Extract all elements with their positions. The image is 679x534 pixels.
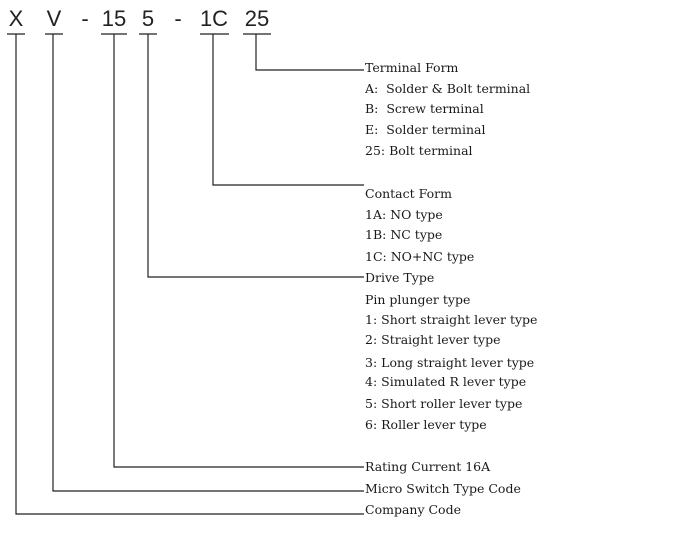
terminal-form-item: B: Screw terminal xyxy=(365,101,484,116)
terminal-form-item: A: Solder & Bolt terminal xyxy=(364,81,530,96)
code-part-company: X xyxy=(9,6,24,31)
code-separator-1: - xyxy=(81,6,88,31)
contact-form-item: 1C: NO+NC type xyxy=(365,249,474,264)
micro-switch-type-label: Micro Switch Type Code xyxy=(365,481,521,496)
terminal-form-section: Terminal Form A: Solder & Bolt terminal … xyxy=(364,60,530,158)
code-part-current: 15 xyxy=(102,6,126,31)
drive-type-item: 5: Short roller lever type xyxy=(365,396,522,411)
leader-lines xyxy=(15,34,364,515)
drive-type-item: 6: Roller lever type xyxy=(365,417,487,432)
leader-contact-form xyxy=(212,34,364,186)
drive-type-item: 1: Short straight lever type xyxy=(365,312,537,327)
model-code: X V - 15 5 - 1C 25 xyxy=(7,6,271,35)
terminal-form-title: Terminal Form xyxy=(365,60,459,75)
code-part-drive: 5 xyxy=(142,6,154,31)
rating-current-label: Rating Current 16A xyxy=(365,459,491,474)
leader-rating-current xyxy=(113,34,364,468)
company-code-label: Company Code xyxy=(365,502,461,517)
code-part-type: V xyxy=(47,6,62,31)
code-part-terminal: 25 xyxy=(245,6,269,31)
drive-type-item: Pin plunger type xyxy=(365,292,470,307)
leader-micro-switch-type xyxy=(52,34,364,492)
terminal-form-item: 25: Bolt terminal xyxy=(365,143,473,158)
drive-type-section: Drive Type Pin plunger type 1: Short str… xyxy=(365,270,537,432)
code-part-contact: 1C xyxy=(200,6,228,31)
leader-company-code xyxy=(15,34,364,515)
drive-type-item: 2: Straight lever type xyxy=(365,332,501,347)
contact-form-item: 1A: NO type xyxy=(365,207,443,222)
drive-type-item: 3: Long straight lever type xyxy=(365,355,534,370)
contact-form-item: 1B: NC type xyxy=(365,227,442,242)
contact-form-section: Contact Form 1A: NO type 1B: NC type 1C:… xyxy=(365,186,474,264)
contact-form-title: Contact Form xyxy=(365,186,452,201)
drive-type-item: 4: Simulated R lever type xyxy=(365,374,526,389)
leader-terminal-form xyxy=(255,34,364,71)
drive-type-title: Drive Type xyxy=(365,270,434,285)
leader-drive-type xyxy=(147,34,364,278)
code-separator-2: - xyxy=(174,6,181,31)
terminal-form-item: E: Solder terminal xyxy=(365,122,485,137)
